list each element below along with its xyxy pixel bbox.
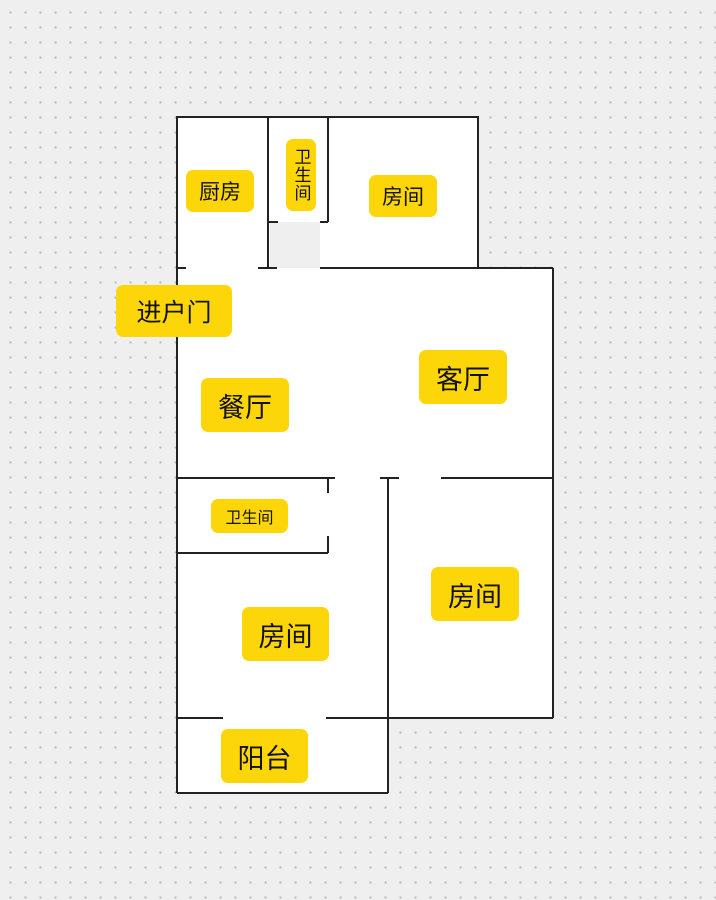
room-label-bathroom-top: 卫生间 xyxy=(286,139,316,211)
room-label-bedroom-right: 房间 xyxy=(431,567,519,621)
room-label-bedroom-bottom-left: 房间 xyxy=(242,607,329,661)
floor-area xyxy=(177,117,553,793)
room-label-bedroom-top: 房间 xyxy=(369,175,437,217)
room-label-dining: 餐厅 xyxy=(201,378,289,432)
room-label-bathroom-bottom: 卫生间 xyxy=(211,499,288,533)
room-label-entrance-door: 进户门 xyxy=(116,285,232,337)
walls xyxy=(176,116,554,794)
room-label-living: 客厅 xyxy=(419,350,507,404)
room-label-balcony: 阳台 xyxy=(221,729,308,783)
bath-passage xyxy=(270,222,320,268)
room-label-kitchen: 厨房 xyxy=(186,170,254,212)
